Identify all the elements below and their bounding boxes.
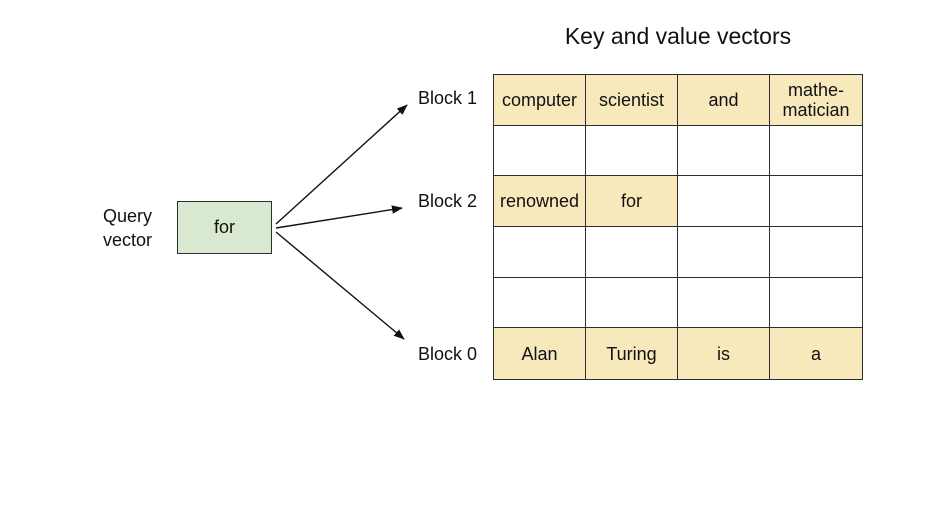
table-cell xyxy=(494,125,586,177)
table-cell: and xyxy=(678,75,770,126)
table-cell: renowned xyxy=(494,176,586,227)
table-cell: is xyxy=(678,328,770,379)
table-cell xyxy=(586,125,678,177)
table-cell: for xyxy=(586,176,678,227)
table-cell xyxy=(586,227,678,278)
table-cell xyxy=(678,227,770,278)
table-cell xyxy=(494,277,586,329)
table-cell xyxy=(770,176,862,227)
table-cell: Turing xyxy=(586,328,678,379)
table-cell xyxy=(678,277,770,329)
table-cell xyxy=(494,227,586,278)
query-vector-box: for xyxy=(177,201,272,254)
arrow-to-block0-icon xyxy=(275,231,405,340)
table-cell xyxy=(770,227,862,278)
table-cell: computer xyxy=(494,75,586,126)
block-1-label: Block 1 xyxy=(417,88,477,108)
arrow-to-block1-icon xyxy=(275,104,408,225)
table-cell: Alan xyxy=(494,328,586,379)
diagram-title: Key and value vectors xyxy=(564,23,792,49)
block-2-label: Block 2 xyxy=(417,191,477,211)
table-cell xyxy=(586,277,678,329)
query-vector-label: Query vector xyxy=(103,206,153,250)
block-0-label: Block 0 xyxy=(417,344,477,364)
table-cell xyxy=(678,176,770,227)
table-cell xyxy=(770,125,862,177)
table-cell: a xyxy=(770,328,862,379)
table-cell xyxy=(678,125,770,177)
query-vector-value: for xyxy=(213,217,235,237)
table-cell xyxy=(770,277,862,329)
arrow-to-block2-icon xyxy=(275,205,403,229)
table-cell: mathe- matician xyxy=(770,75,862,126)
key-value-table: computer scientist and mathe- matician r… xyxy=(493,74,863,380)
table-cell: scientist xyxy=(586,75,678,126)
